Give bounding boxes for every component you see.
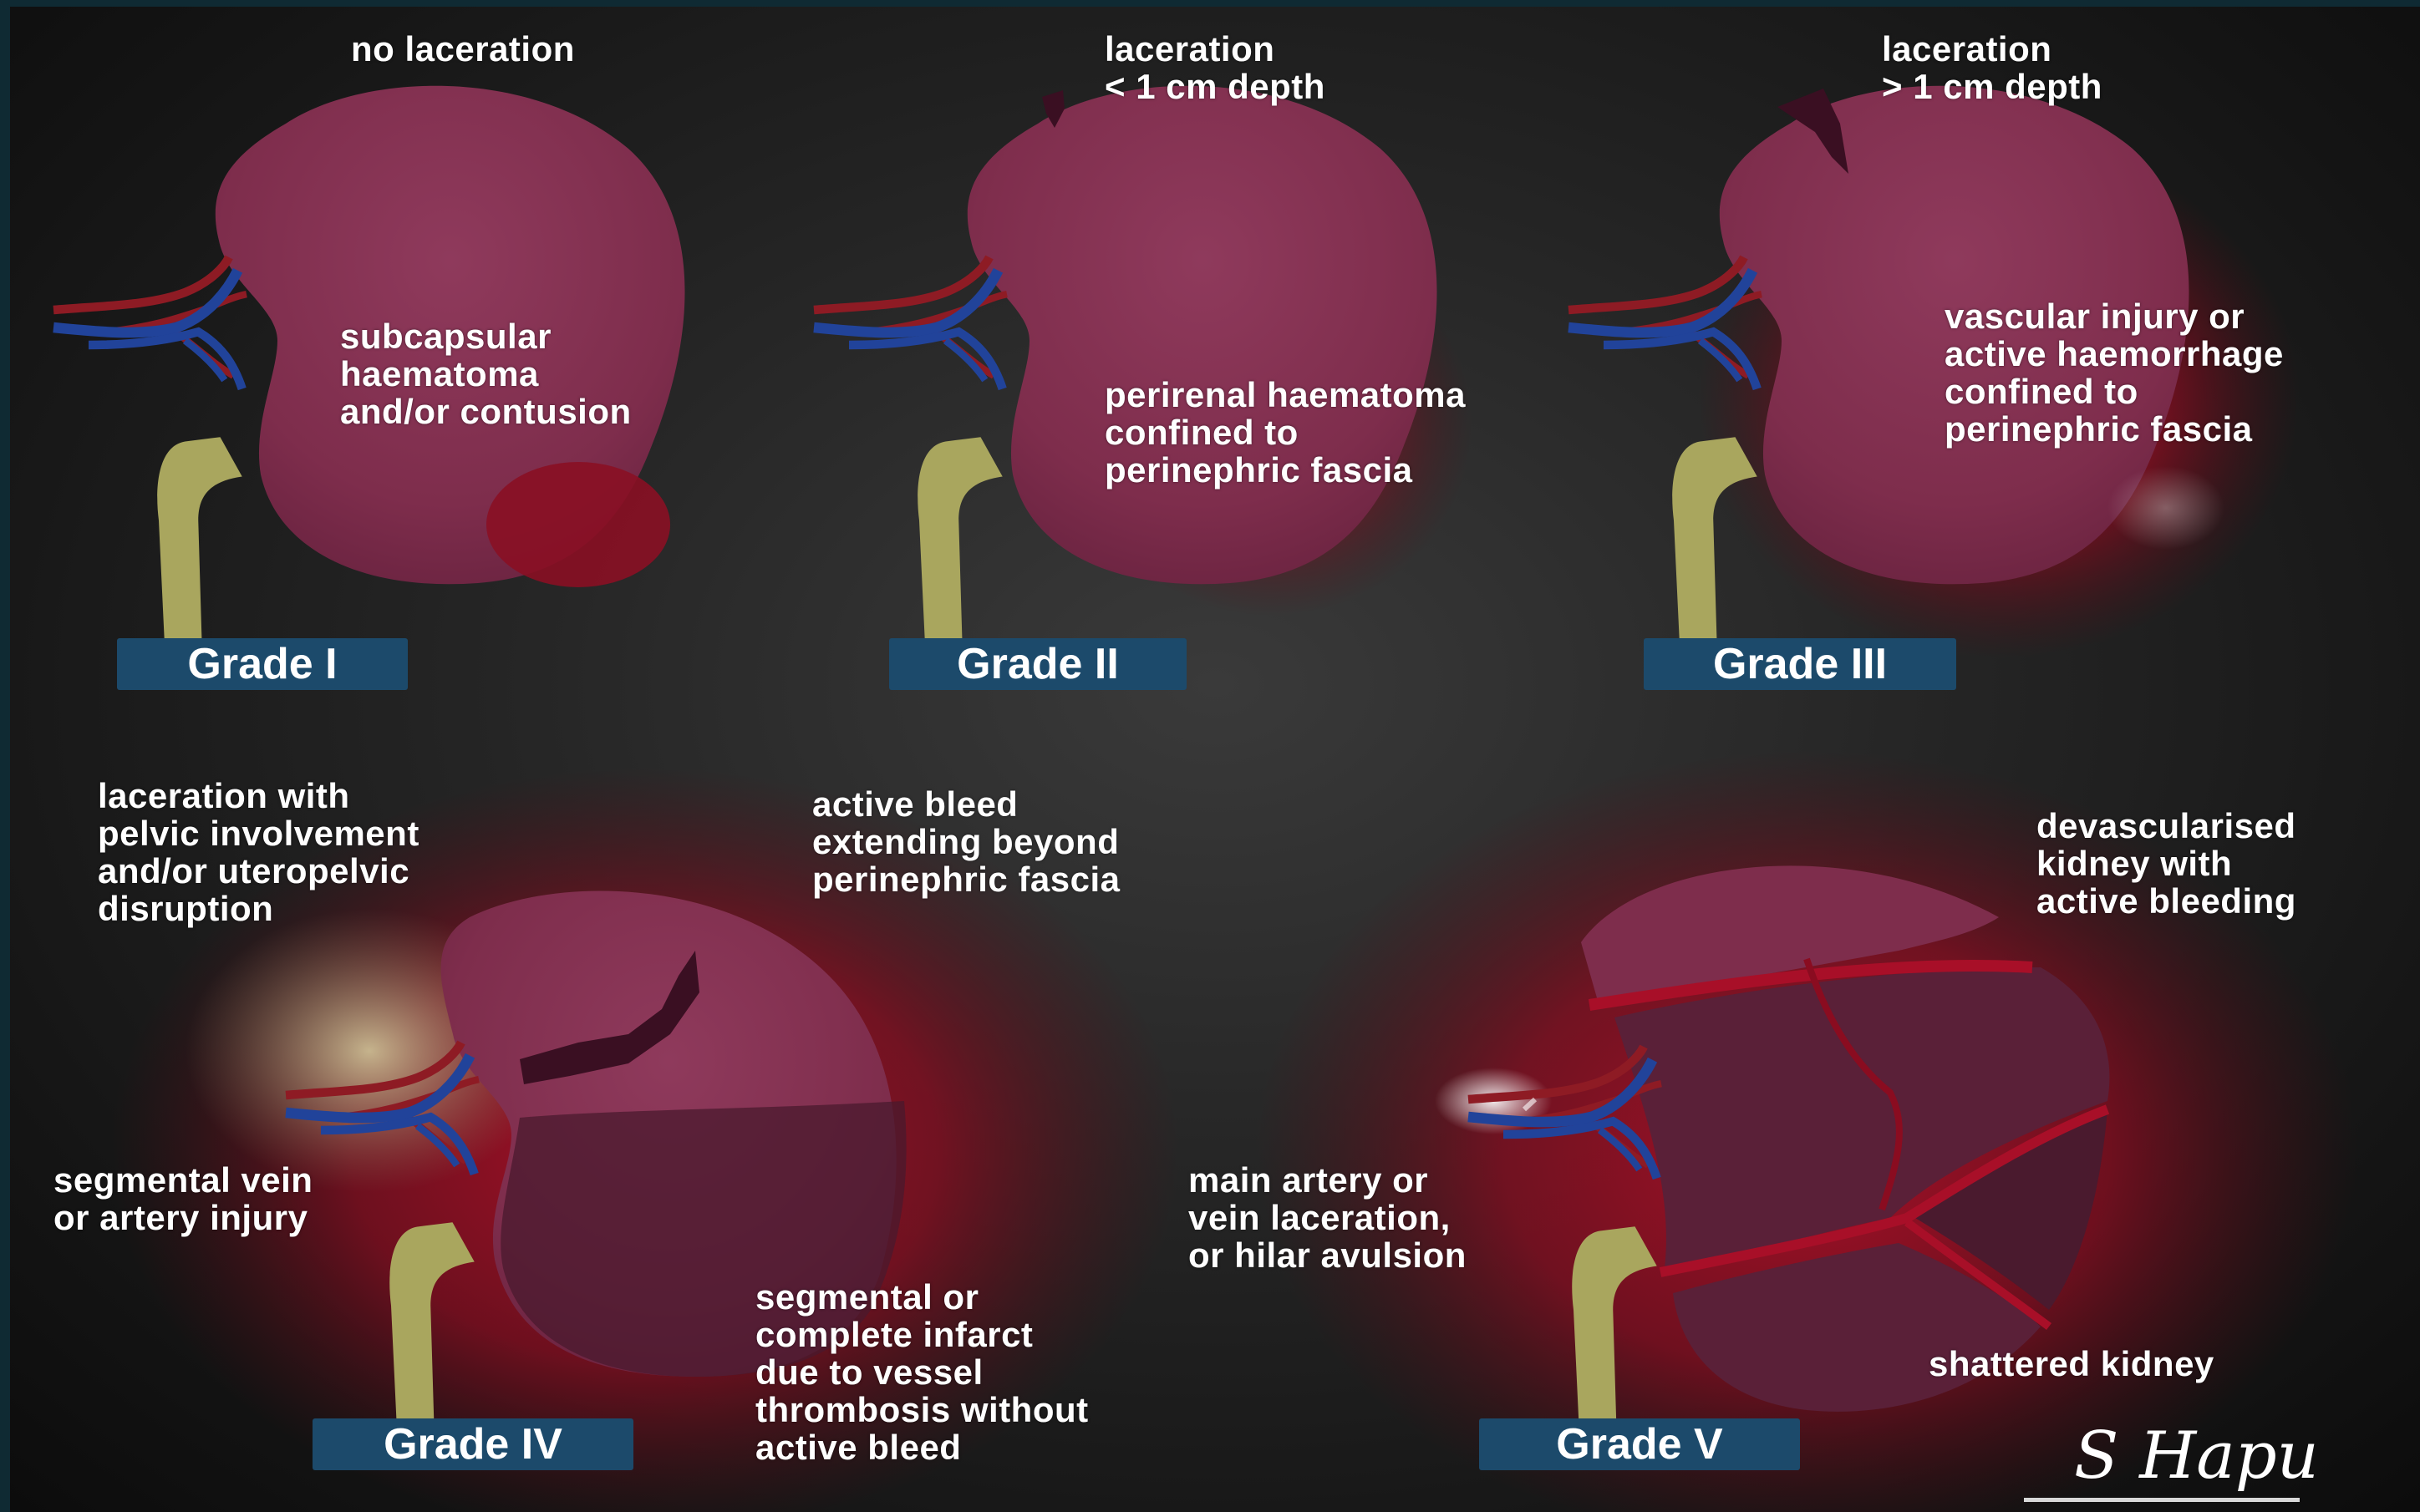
artist-signature: S Hapu	[2074, 1418, 2319, 1494]
subcapsular-haematoma	[486, 462, 670, 587]
grade3-badge: Grade III	[1644, 638, 1956, 690]
grade4-bleed-note: active bleed extending beyond perinephri…	[812, 785, 1120, 898]
grade4-infarct-note: segmental or complete infarct due to ves…	[755, 1278, 1089, 1466]
grade1-top-label: no laceration	[351, 30, 575, 68]
grade2-top-label: laceration < 1 cm depth	[1105, 30, 1325, 105]
grade4-top-label: laceration with pelvic involvement and/o…	[98, 777, 419, 927]
grade1-badge: Grade I	[117, 638, 408, 690]
grade3-note: vascular injury or active haemorrhage co…	[1945, 297, 2284, 448]
signature-underline	[2024, 1498, 2300, 1502]
grade1-note: subcapsular haematoma and/or contusion	[340, 317, 632, 430]
kidney-grade2	[968, 86, 1437, 584]
grade2-badge: Grade II	[889, 638, 1187, 690]
grade5-bottom-note: shattered kidney	[1929, 1345, 2214, 1383]
grade5-vessel-note: main artery or vein laceration, or hilar…	[1188, 1161, 1467, 1274]
grade2-note: perirenal haematoma confined to perineph…	[1105, 376, 1466, 489]
grade4-badge: Grade IV	[313, 1418, 633, 1470]
grade5-badge: Grade V	[1479, 1418, 1800, 1470]
grade4-vessel-note: segmental vein or artery injury	[53, 1161, 313, 1236]
kidney-injury-grading-diagram: no laceration subcapsular haematoma and/…	[10, 7, 2420, 1512]
diagram-artwork	[10, 7, 2420, 1512]
grade3-top-label: laceration > 1 cm depth	[1882, 30, 2102, 105]
grade5-top-label: devascularised kidney with active bleedi…	[2036, 807, 2296, 920]
